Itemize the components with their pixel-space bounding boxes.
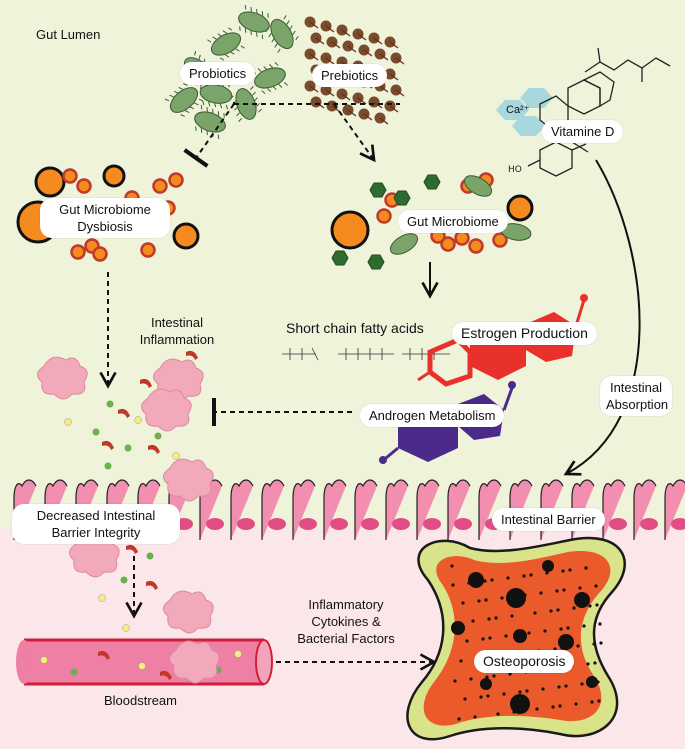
intestinal-barrier-label: Intestinal Barrier <box>492 508 605 531</box>
dysbiosis-label: Gut Microbiome Dysbiosis <box>40 198 170 238</box>
blood-vessel <box>16 638 273 686</box>
androgen-label: Androgen Metabolism <box>360 404 505 427</box>
cytokines-label: Inflammatory Cytokines & Bacterial Facto… <box>297 597 395 646</box>
calcium-label: Ca²⁺ <box>506 104 530 116</box>
estrogen-label: Estrogen Production <box>452 322 597 345</box>
intestinal-absorption-label: Intestinal Absorption <box>600 376 672 416</box>
probiotics-label: Probiotics <box>180 62 256 85</box>
gut-microbiome-label: Gut Microbiome <box>398 210 508 233</box>
arrows <box>99 102 641 671</box>
inflammation-scatter <box>37 350 214 502</box>
bloodstream-label: Bloodstream <box>104 693 177 708</box>
ho-group-label: HO <box>508 165 522 175</box>
blood-scatter <box>69 534 214 634</box>
gut-microbiome-cluster <box>330 172 534 270</box>
barrier-integrity-label: Decreased Intestinal Barrier Integrity <box>12 504 180 544</box>
scfa-label: Short chain fatty acids <box>286 320 424 336</box>
gut-lumen-label: Gut Lumen <box>36 27 101 42</box>
scfa-structures <box>282 347 450 361</box>
vitamin-d-label: Vitamine D <box>542 120 624 143</box>
intestinal-inflammation-label: Intestinal Inflammation <box>139 315 215 347</box>
osteoporosis-label: Osteoporosis <box>474 650 575 673</box>
bone-illustration <box>406 536 626 741</box>
prebiotics-label: Prebiotics <box>312 64 388 87</box>
calcium-hexagons <box>496 88 553 136</box>
